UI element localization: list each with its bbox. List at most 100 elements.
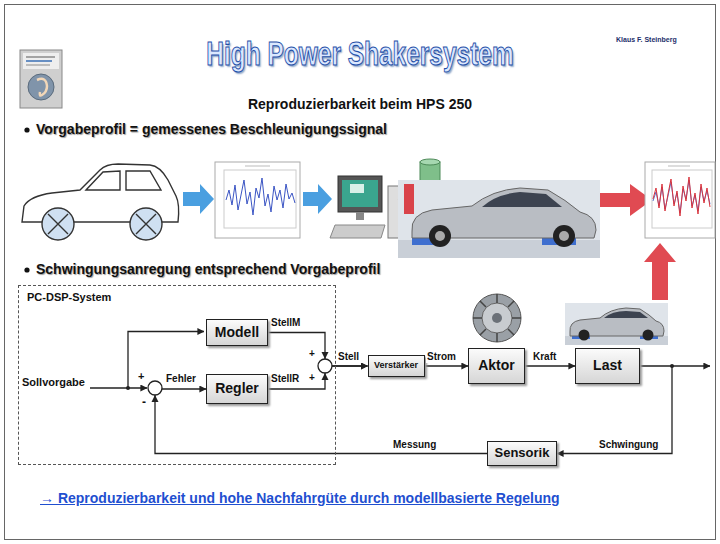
result-plot [653,177,710,216]
summing-junction [318,359,332,373]
process-box: Last [575,348,640,384]
process-box: Modell [206,319,268,346]
book-cover [20,50,62,108]
signal-name: StellR [271,373,299,385]
book-cover [20,50,62,108]
result-arrow [600,184,652,216]
car-sketch [48,214,156,234]
computer [330,225,385,238]
flow-arrow [303,184,332,214]
sign-mark: + [309,348,315,360]
branch-dot [670,364,674,368]
result-plot [645,162,715,238]
signal-plot [224,170,296,228]
signal-name: Messung [392,439,437,451]
vehicle-photo [579,330,590,341]
branch-dot [126,386,130,390]
computer [338,176,382,212]
car-on-shaker-photo [435,231,445,241]
signal-connector [155,389,487,454]
sign-mark: + [138,370,144,383]
process-box: Regler [206,374,268,404]
sign-mark: + [309,372,315,384]
actuator-photo [473,294,521,342]
slide-title: High Power Shakersystem [101,34,619,73]
flow-arrow [183,184,214,214]
car-sketch [22,164,179,240]
summing-junction [148,381,162,395]
box-label: Last [593,358,622,373]
signal-name: Schwingung [598,439,659,451]
signal-plot [215,162,300,238]
slide-frame [5,5,716,540]
junction-arrowhead [322,352,329,359]
junction-arrowhead [322,373,329,380]
signal-connector [525,365,575,366]
car-sketch [86,171,120,190]
book-cover [37,79,47,96]
signal-name: Sollvorgabe [22,376,85,389]
signal-name: Kraft [532,351,557,363]
bullet-text: Vorgabeprofil = gemessenes Beschleunigun… [36,121,387,137]
book-cover [26,60,52,62]
signal-wire [90,332,710,389]
signal-connector [268,366,368,389]
signal-plot [215,162,300,238]
book-cover [26,65,50,66]
actuator-photo [473,294,521,342]
box-label: Modell [215,325,259,340]
conclusion-text: → Reproduzierbarkeit und hohe Nachfahrgü… [40,490,560,506]
box-label: Aktor [478,358,515,373]
car-on-shaker-photo [429,225,451,247]
result-plot [668,166,690,167]
vehicle-photo [565,303,668,345]
signal-wire [90,387,147,388]
signal-name: Stell [338,351,359,363]
car-on-shaker-photo [404,184,414,214]
connector-group [155,333,672,454]
bullet-dot [24,127,29,132]
process-box: Sensorik [487,441,557,466]
acceleration-sensor [420,159,440,165]
actuator-photo [473,294,521,342]
box-label: Regler [215,381,259,396]
car-on-shaker-photo [559,231,569,241]
book-cover [28,74,54,100]
computer [356,212,364,220]
signal-name: Fehler [166,373,196,385]
book-cover [26,56,55,58]
box-label: Verstärker [374,361,418,371]
signal-connector [268,333,368,367]
signal-connector [425,365,469,366]
actuator-photo [492,313,502,323]
junction-arrowhead [152,395,159,402]
computer [350,184,364,193]
result-arrow [644,243,676,300]
vehicle-photo [565,303,668,345]
signal-wire [672,365,710,366]
process-box: Aktor [468,348,525,384]
book-cover [23,53,59,69]
signal-name: Strom [426,351,457,363]
car-on-shaker-photo [553,225,575,247]
box-label: Sensorik [495,446,550,460]
bullet-text: Schwingungsanregung entsprechend Vorgabe… [36,261,380,277]
vehicle-photo [643,330,654,341]
car-sketch [126,171,161,190]
vehicle-photo [604,311,648,318]
car-on-shaker-photo [482,192,562,207]
car-on-shaker-photo [398,180,600,258]
computer [342,180,378,207]
author-name: Klaus F. Steinberg [616,36,677,44]
subtitle: Reproduzierbarkeit beim HPS 250 [0,96,720,112]
process-box: Verstärker [368,355,425,377]
region-heading: PC-DSP-System [27,291,111,303]
signal-name: StellM [271,317,300,329]
result-plot [645,162,715,238]
actuator-photo [482,303,512,333]
result-plot [652,170,712,228]
signal-wire [128,332,204,389]
signal-plot [226,178,295,215]
